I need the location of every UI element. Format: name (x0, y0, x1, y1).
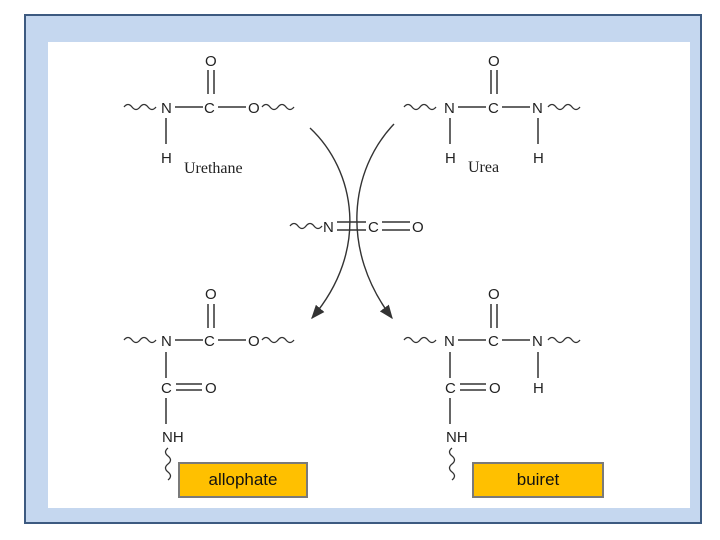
chain-squiggle (448, 447, 456, 481)
atom-c: C (204, 333, 215, 350)
curved-arrow-left (309, 127, 351, 320)
chain-squiggle (547, 103, 581, 111)
diagram-panel (48, 42, 690, 508)
chain-squiggle (261, 336, 295, 344)
chain-squiggle (123, 336, 157, 344)
urea-structure: N C O N H H Urea (403, 53, 581, 176)
chain-squiggle (289, 222, 323, 230)
atom-nh: NH (446, 429, 468, 446)
atom-nh: NH (162, 429, 184, 446)
atom-h: H (161, 150, 172, 167)
atom-o: O (488, 286, 500, 303)
chain-squiggle (403, 336, 437, 344)
atom-h: H (533, 380, 544, 397)
atom-o: O (248, 333, 260, 350)
chain-squiggle (403, 103, 437, 111)
atom-n: N (444, 100, 455, 117)
atom-n: N (444, 333, 455, 350)
atom-o: O (205, 286, 217, 303)
atom-h: H (533, 150, 544, 167)
atom-o: O (489, 380, 501, 397)
chain-squiggle (261, 103, 295, 111)
atom-c: C (204, 100, 215, 117)
atom-o: O (248, 100, 260, 117)
chain-squiggle (547, 336, 581, 344)
urethane-structure: N C O O H Urethane (123, 53, 295, 177)
atom-c: C (488, 100, 499, 117)
biuret-structure: N C O N H C O NH (403, 286, 581, 481)
atom-h: H (445, 150, 456, 167)
chain-squiggle (164, 447, 172, 481)
curved-arrow-right (356, 123, 395, 320)
atom-n: N (161, 100, 172, 117)
isocyanate-structure: N C O (289, 219, 424, 236)
urethane-label: Urethane (184, 160, 243, 177)
atom-n: N (532, 333, 543, 350)
urea-label: Urea (468, 159, 499, 176)
atom-n: N (323, 219, 334, 236)
allophate-label: allophate (178, 462, 308, 498)
atom-o: O (412, 219, 424, 236)
atom-o: O (488, 53, 500, 70)
atom-n: N (161, 333, 172, 350)
chain-squiggle (123, 103, 157, 111)
allophanate-structure: N C O O C O NH (123, 286, 295, 481)
atom-c: C (488, 333, 499, 350)
atom-n: N (532, 100, 543, 117)
atom-o: O (205, 53, 217, 70)
atom-c: C (161, 380, 172, 397)
buiret-label: buiret (472, 462, 604, 498)
atom-o: O (205, 380, 217, 397)
atom-c: C (368, 219, 379, 236)
atom-c: C (445, 380, 456, 397)
